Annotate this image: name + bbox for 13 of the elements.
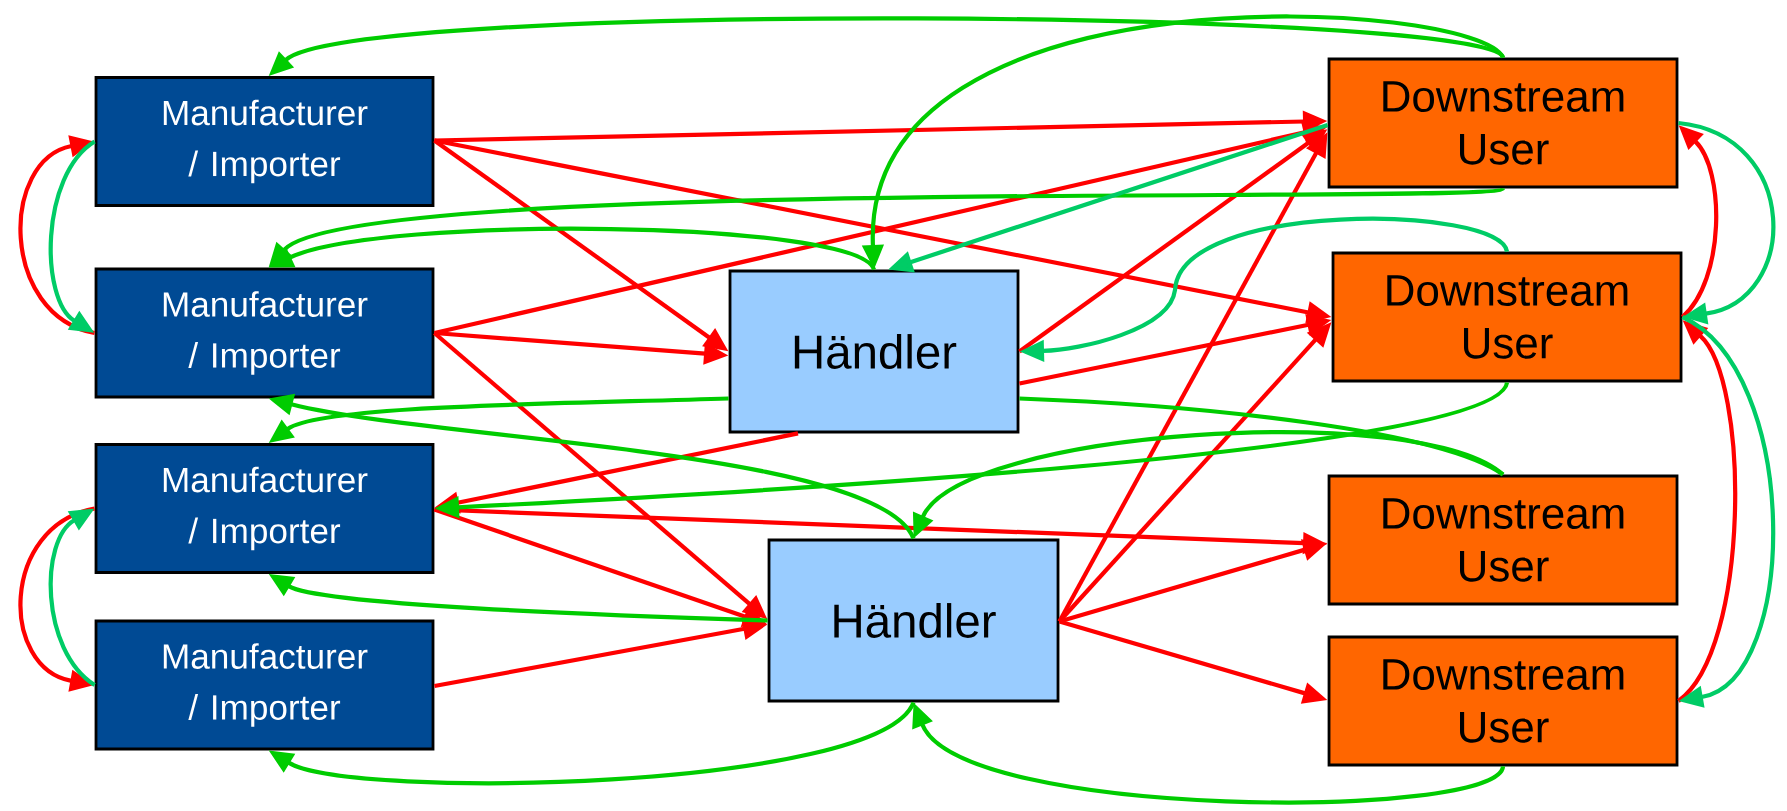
manufacturer-box: Manufacturer / Importer — [94, 76, 435, 207]
manufacturer-box: Manufacturer / Importer — [94, 267, 435, 399]
arrow — [1677, 120, 1776, 325]
manufacturer-box: Manufacturer / Importer — [94, 443, 435, 574]
trader-box: Händler — [728, 269, 1020, 434]
downstream-user-box: Downstream User — [1327, 57, 1679, 189]
downstream-user-box: Downstream User — [1327, 635, 1679, 767]
arrow — [48, 139, 96, 333]
arrow — [18, 135, 96, 335]
manufacturer-box: Manufacturer / Importer — [94, 619, 435, 751]
downstream-user-box: Downstream User — [1331, 251, 1683, 383]
downstream-user-box: Downstream User — [1327, 474, 1679, 606]
trader-box: Händler — [767, 538, 1060, 703]
